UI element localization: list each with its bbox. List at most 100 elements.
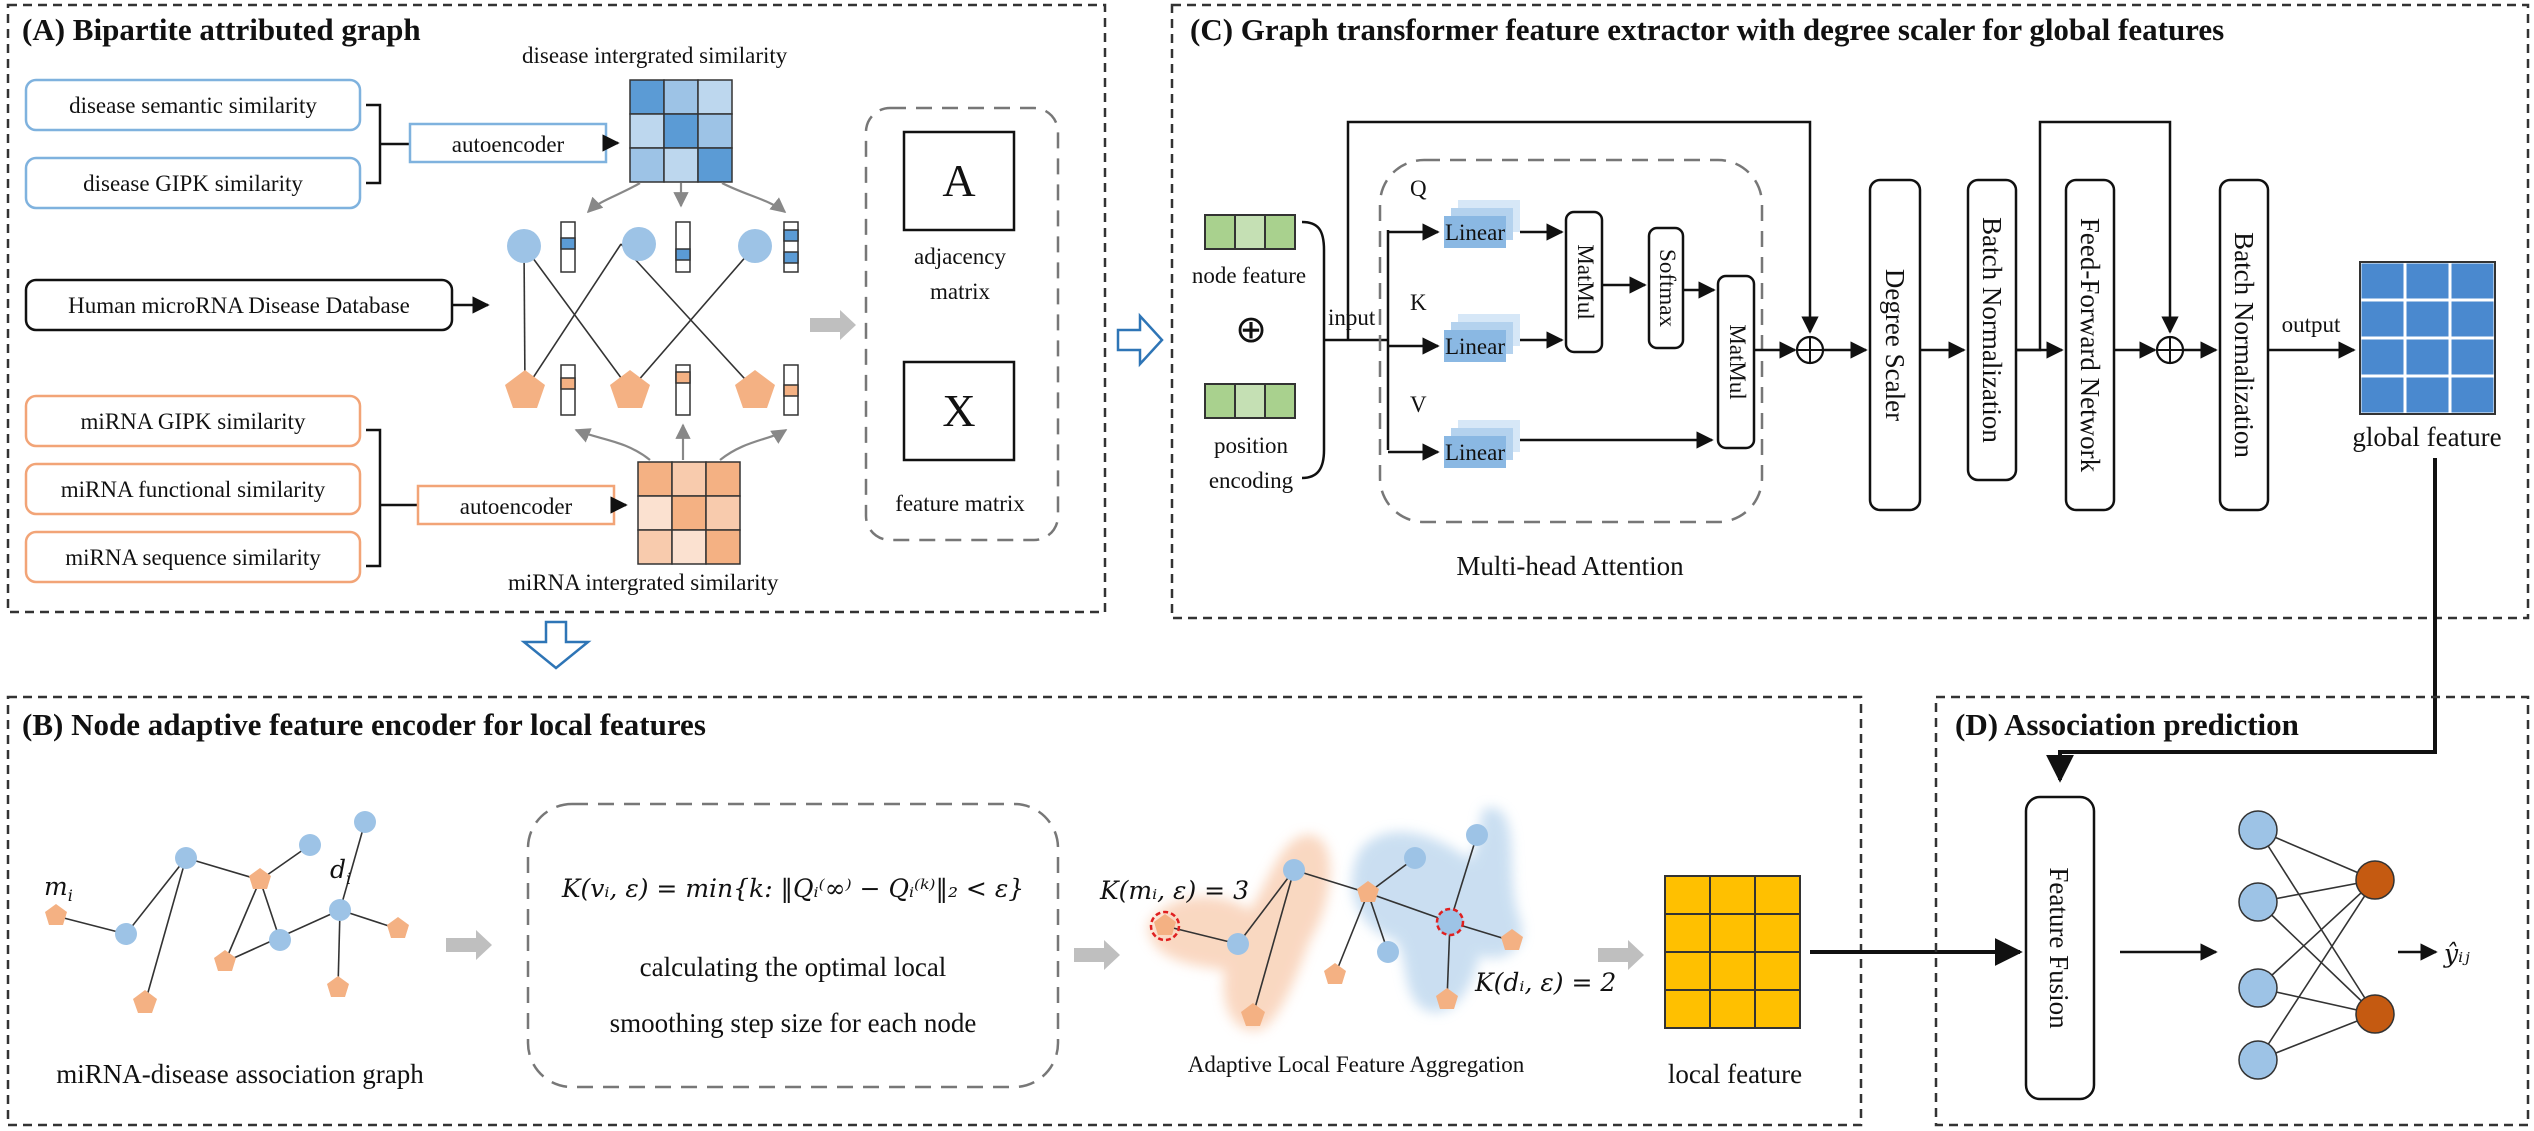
output-label: output	[2282, 312, 2341, 337]
panel-a-title: (A) Bipartite attributed graph	[22, 12, 421, 47]
batch-norm-1-label: Batch Normalization	[1977, 217, 2007, 443]
prediction-network	[2238, 810, 2395, 1080]
position-encoding-label-1: position	[1214, 433, 1289, 458]
batch-norm-2-box	[2218, 178, 2270, 512]
global-to-fusion-arrow	[2046, 458, 2437, 783]
mirna-functional-label: miRNA functional similarity	[61, 477, 326, 502]
mirna-sequence-box	[24, 530, 362, 584]
formula-to-aggregation-arrow	[1074, 940, 1120, 970]
linear-q: Linear	[1444, 200, 1520, 248]
aggregation-graph	[1148, 807, 1523, 1031]
matmul-2-box	[1716, 274, 1756, 450]
hmdd-label: Human microRNA Disease Database	[68, 293, 410, 318]
a-to-b-arrow	[520, 620, 592, 670]
prediction-label: ŷᵢⱼ	[2443, 939, 2470, 968]
linear-v-label: Linear	[1445, 440, 1505, 465]
association-graph-label: miRNA-disease association graph	[56, 1059, 424, 1089]
adjacency-letter: A	[942, 155, 975, 206]
panel-c-border	[1170, 3, 2530, 620]
matmul-1-box	[1564, 210, 1604, 354]
mirna-matrix	[637, 461, 741, 565]
disease-semantic-box	[24, 78, 362, 132]
disease-bracket	[366, 103, 410, 185]
formula-desc-1: calculating the optimal local	[640, 952, 947, 982]
mha-label: Multi-head Attention	[1456, 551, 1684, 581]
input-label: input	[1328, 305, 1376, 330]
mha-box	[1378, 158, 1764, 524]
local-feature-matrix	[1664, 875, 1801, 1029]
disease-gipk-label: disease GIPK similarity	[83, 171, 303, 196]
matmul-1-label: MatMul	[1573, 244, 1598, 319]
disease-similarity-title: disease intergrated similarity	[522, 43, 788, 68]
association-graph	[45, 811, 409, 1013]
softmax-box	[1647, 226, 1685, 350]
k-di-label: K(dᵢ, ε) = 2	[1474, 968, 1616, 997]
mirna-similarity-title: miRNA intergrated similarity	[508, 570, 779, 595]
node-feature-vector	[1204, 214, 1296, 250]
formula-box	[526, 802, 1060, 1089]
di-focus-icon	[1435, 907, 1465, 937]
panel-a-border	[6, 3, 1107, 614]
mirna-sequence-label: miRNA sequence similarity	[65, 545, 321, 570]
ffn-box	[2064, 178, 2116, 512]
panel-b: (B) Node adaptive feature encoder for lo…	[6, 695, 1863, 1127]
degree-scaler-label: Degree Scaler	[1880, 269, 1910, 421]
k-mi-label: K(mᵢ, ε) = 3	[1099, 876, 1249, 905]
linear-v: Linear	[1444, 420, 1520, 468]
linear-k-label: Linear	[1445, 334, 1505, 359]
q-label: Q	[1410, 176, 1427, 201]
adjacency-label-1: adjacency	[914, 244, 1006, 269]
mirna-autoencoder-box	[416, 484, 616, 526]
linear-q-label: Linear	[1445, 220, 1505, 245]
feature-fusion-label: Feature Fusion	[2044, 867, 2074, 1029]
disease-autoencoder-label: autoencoder	[452, 132, 565, 157]
linear-k: Linear	[1444, 314, 1520, 362]
input-brace	[1301, 220, 1326, 480]
global-feature-matrix	[2358, 260, 2497, 416]
panel-b-title: (B) Node adaptive feature encoder for lo…	[22, 707, 706, 742]
panel-a: (A) Bipartite attributed graph disease i…	[6, 3, 1107, 614]
mirna-autoencoder-label: autoencoder	[460, 494, 573, 519]
feature-letter: X	[942, 385, 975, 436]
formula-desc-2: smoothing step size for each node	[610, 1008, 977, 1038]
matrices-group	[864, 106, 1060, 542]
v-label: V	[1410, 392, 1427, 417]
feature-matrix-box	[902, 360, 1016, 462]
graph-to-formula-arrow	[446, 930, 492, 960]
panel-d: (D) Association prediction Feature Fusio…	[1934, 695, 2530, 1127]
a-to-c-arrow	[1116, 312, 1164, 368]
mirna-bracket	[366, 428, 418, 568]
softmax-label: Softmax	[1655, 249, 1680, 327]
concat-symbol: ⊕	[1235, 307, 1267, 351]
ffn-label: Feed-Forward Network	[2075, 218, 2105, 473]
feature-fusion-box	[2024, 795, 2096, 1101]
batch-norm-1-box	[1966, 178, 2018, 482]
node-m-label: mi	[44, 872, 73, 905]
panel-d-title: (D) Association prediction	[1955, 707, 2299, 742]
aggregation-label: Adaptive Local Feature Aggregation	[1188, 1052, 1525, 1077]
formula: K(vᵢ, ε) = min{k: ‖Qᵢ⁽∞⁾ − Qᵢ⁽ᵏ⁾‖₂ < ε}	[561, 874, 1024, 904]
adjacency-matrix-box	[902, 130, 1016, 232]
bipartite-graph	[505, 221, 799, 416]
local-feature-label: local feature	[1668, 1059, 1802, 1089]
aggregation-to-local-arrow	[1598, 940, 1644, 970]
mirna-gipk-label: miRNA GIPK similarity	[81, 409, 306, 434]
mirna-functional-box	[24, 462, 362, 516]
global-feature-label: global feature	[2352, 422, 2501, 452]
k-label: K	[1410, 290, 1427, 315]
node-d-label: di	[330, 855, 351, 888]
degree-scaler-box	[1868, 178, 1922, 512]
residual-path-1	[1346, 120, 1819, 340]
node-feature-label: node feature	[1192, 263, 1306, 288]
position-encoding-label-2: encoding	[1209, 468, 1294, 493]
panel-c: (C) Graph transformer feature extractor …	[1170, 3, 2530, 620]
position-encoding-vector	[1204, 383, 1296, 419]
graph-to-matrix-arrow	[810, 310, 856, 340]
panel-c-title: (C) Graph transformer feature extractor …	[1190, 12, 2224, 47]
batch-norm-2-label: Batch Normalization	[2229, 232, 2259, 458]
disease-semantic-label: disease semantic similarity	[69, 93, 317, 118]
disease-gipk-box	[24, 156, 362, 210]
disease-matrix	[629, 79, 733, 183]
matmul-2-label: MatMul	[1725, 324, 1750, 399]
